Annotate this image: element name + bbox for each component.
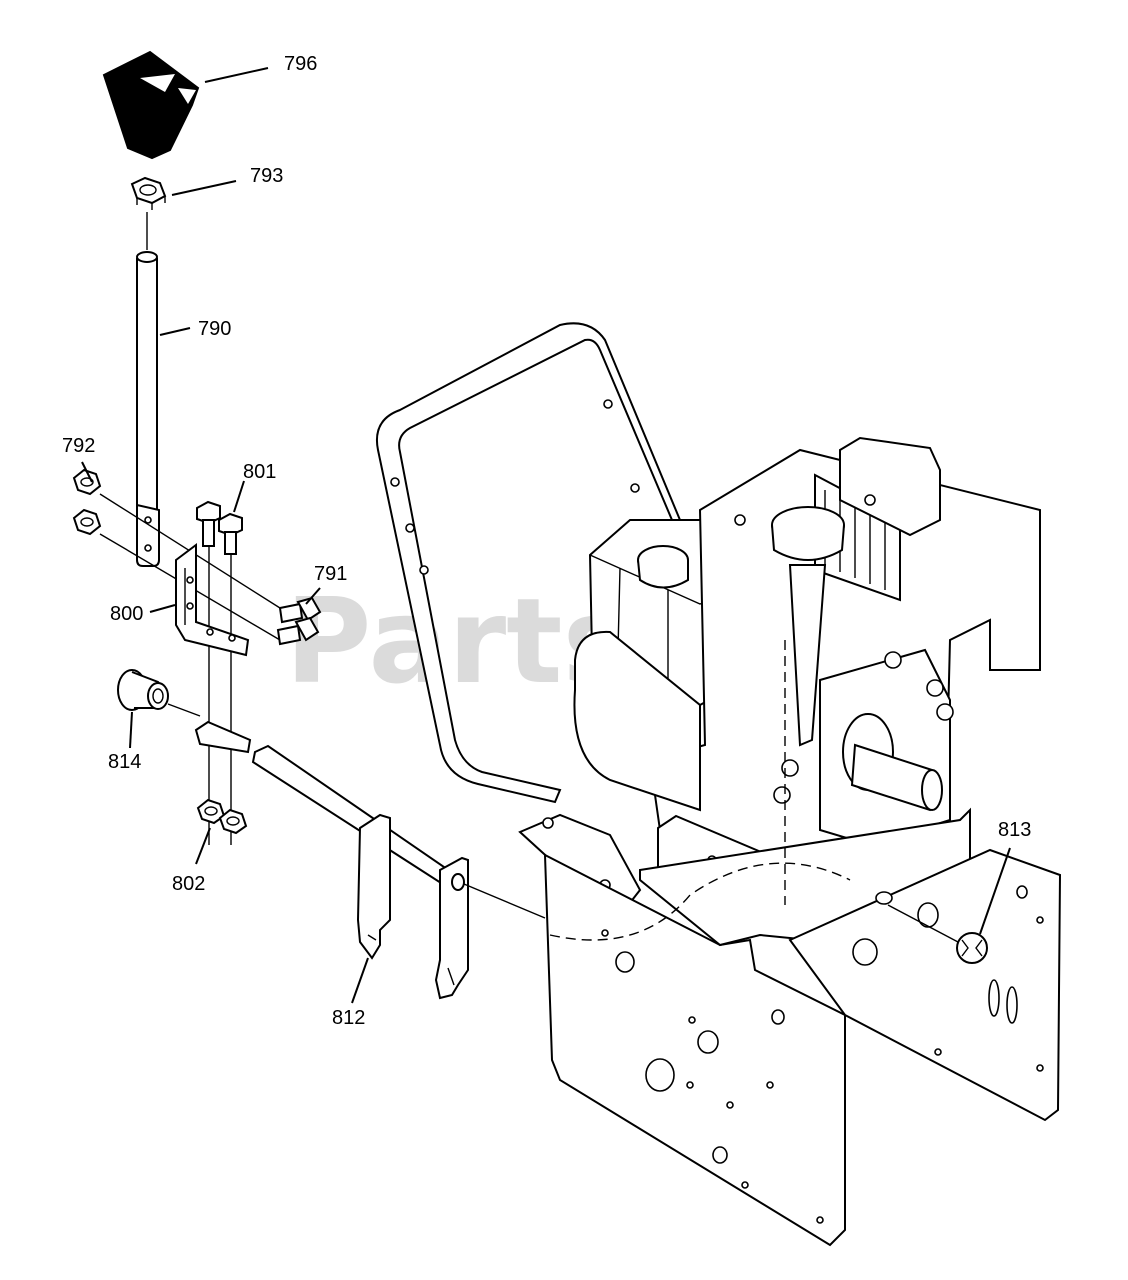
centerline-814 [167,703,201,717]
callout-800[interactable]: 800 [110,603,143,625]
callout-802[interactable]: 802 [172,873,205,895]
callout-792[interactable]: 792 [62,435,95,457]
leader-802 [195,827,211,865]
leader-796 [204,67,269,83]
leader-812 [351,957,369,1004]
callout-801[interactable]: 801 [243,461,276,483]
callout-793[interactable]: 793 [250,165,283,187]
leader-800 [149,604,176,613]
part-801-bolts[interactable] [196,500,243,555]
leader-791 [305,587,321,605]
leader-793 [171,180,237,196]
part-792-nuts[interactable] [72,468,102,536]
callout-796[interactable]: 796 [284,53,317,75]
part-802-nuts[interactable] [196,798,248,835]
engine [573,436,1041,913]
part-800-bracket[interactable] [175,543,250,657]
callout-814[interactable]: 814 [108,751,141,773]
leader-790 [159,327,191,336]
callout-813[interactable]: 813 [998,819,1031,841]
centerline-812 [463,883,546,919]
part-796-knob[interactable] [102,50,200,160]
part-814-bushing[interactable] [117,669,169,711]
leader-801 [233,480,245,513]
frame-plates [543,640,1062,1247]
part-793-hex-nut[interactable] [130,176,167,210]
leader-814 [129,711,133,749]
part-791-bolts[interactable] [276,596,322,646]
callout-791[interactable]: 791 [314,563,347,585]
part-812-shift-arm[interactable] [194,720,469,1000]
part-813-retaining-ring[interactable] [875,891,988,964]
leader-813 [979,847,1011,935]
centerline-813 [887,904,959,943]
callout-790[interactable]: 790 [198,318,231,340]
leader-792 [81,461,93,483]
callout-812[interactable]: 812 [332,1007,365,1029]
